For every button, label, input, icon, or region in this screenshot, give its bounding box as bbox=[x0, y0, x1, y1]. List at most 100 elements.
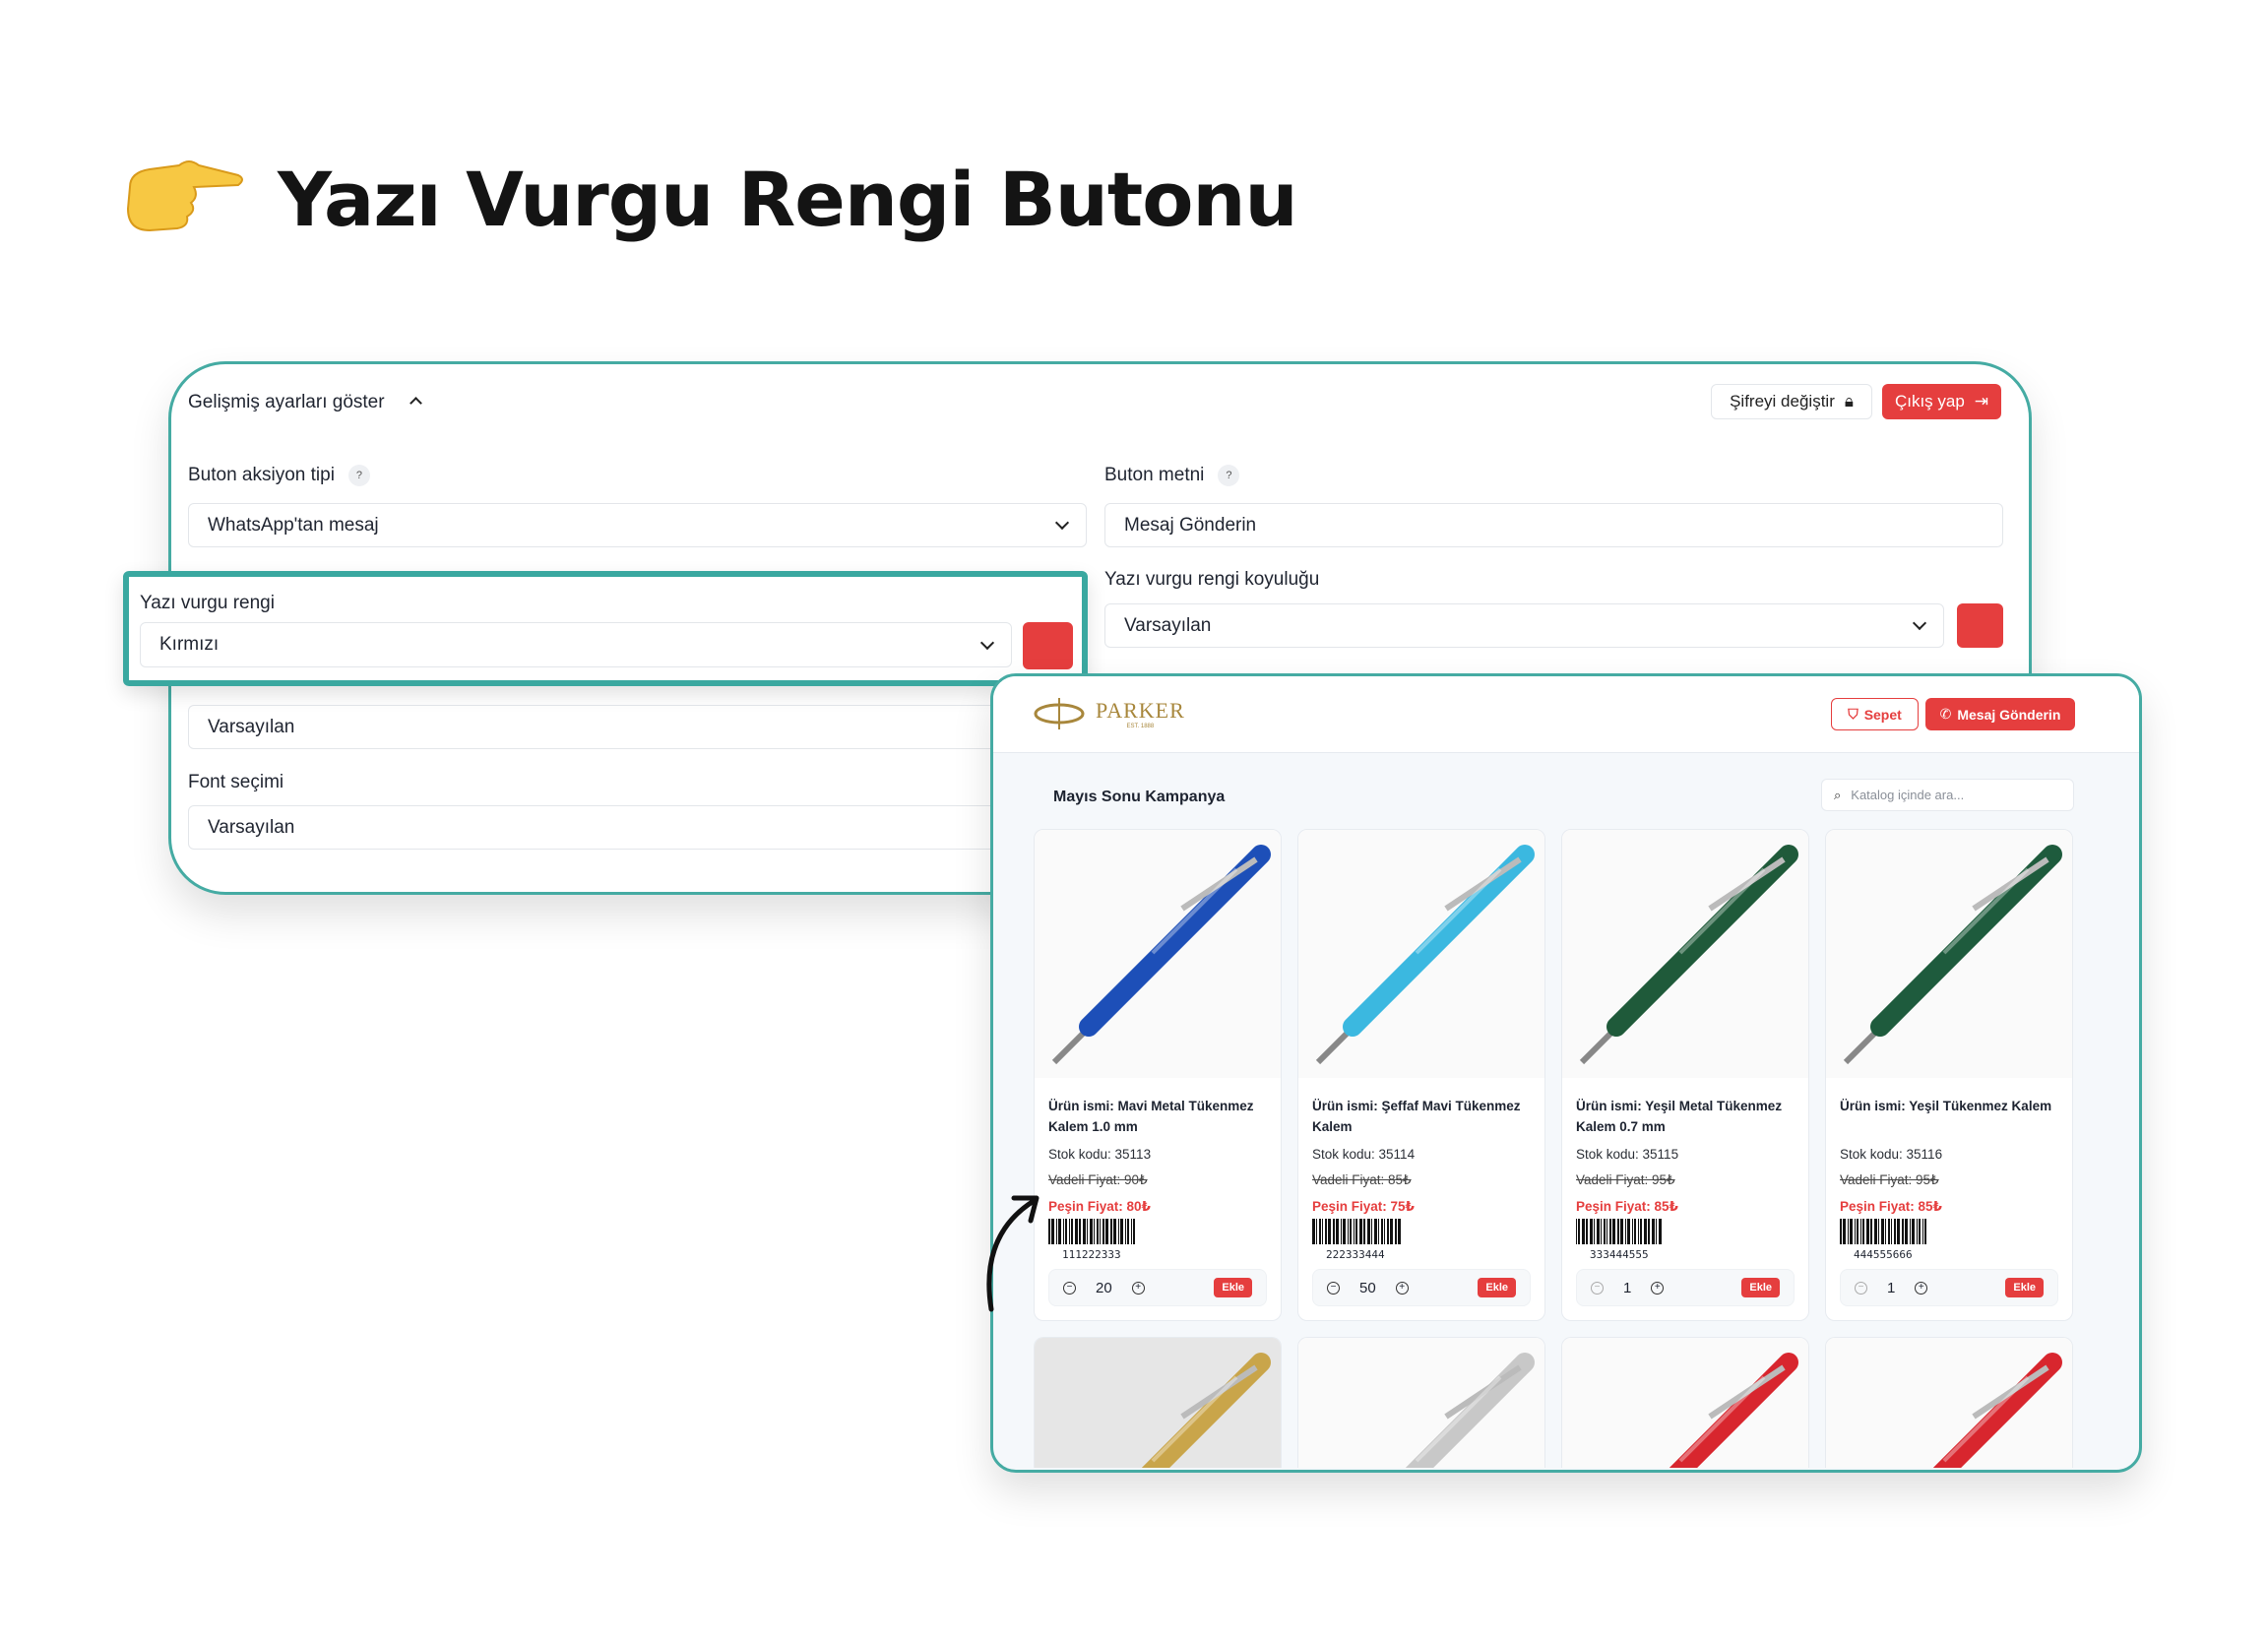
font-select[interactable]: Varsayılan bbox=[188, 805, 1087, 850]
action-type-value: WhatsApp'tan mesaj bbox=[208, 514, 379, 536]
cash-price: Peşin Fiyat: 80₺ bbox=[1048, 1199, 1151, 1214]
old-price: Vadeli Fiyat: 90₺ bbox=[1048, 1172, 1148, 1187]
product-image bbox=[1826, 1338, 2072, 1468]
barcode-image bbox=[1312, 1219, 1401, 1244]
stock-code: Stok kodu: 35114 bbox=[1312, 1147, 1416, 1162]
old-price: Vadeli Fiyat: 95₺ bbox=[1840, 1172, 1939, 1187]
barcode-number: 111222333 bbox=[1062, 1248, 1121, 1261]
quantity-stepper[interactable]: −20+Ekle bbox=[1048, 1269, 1267, 1306]
add-to-cart-button[interactable]: Ekle bbox=[1214, 1278, 1252, 1297]
quantity-stepper[interactable]: − 1 + Ekle bbox=[1576, 1269, 1795, 1306]
accent-color-swatch[interactable] bbox=[1023, 622, 1073, 669]
old-price: Vadeli Fiyat: 85₺ bbox=[1312, 1172, 1412, 1187]
plus-icon[interactable]: + bbox=[1131, 1281, 1145, 1295]
quantity-value: 50 bbox=[1359, 1279, 1376, 1296]
font-value: Varsayılan bbox=[208, 816, 295, 838]
advanced-settings-toggle[interactable]: Gelişmiş ayarları göster bbox=[188, 392, 422, 413]
button-text-label: Buton metni? bbox=[1104, 465, 1240, 486]
button-text-value: Mesaj Gönderin bbox=[1124, 514, 1257, 536]
message-button[interactable]: ✆ Mesaj Gönderin bbox=[1925, 698, 2075, 730]
brand-sub: EST. 1888 bbox=[1126, 724, 1155, 729]
minus-icon[interactable]: − bbox=[1327, 1281, 1340, 1295]
product-name: Ürün ismi: Yeşil Tükenmez Kalem bbox=[1840, 1099, 2052, 1113]
quantity-stepper[interactable]: − 50 + Ekle bbox=[1312, 1269, 1531, 1306]
cart-label: Sepet bbox=[1863, 706, 1902, 723]
logout-icon: ⇥ bbox=[1974, 392, 1989, 411]
search-placeholder: Katalog içinde ara... bbox=[1851, 788, 1965, 802]
accent-shade-select[interactable]: Varsayılan bbox=[1104, 603, 1944, 648]
quantity-value: 1 bbox=[1887, 1279, 1896, 1296]
parker-logo-icon bbox=[1034, 698, 1085, 729]
quantity-value: 1 bbox=[1623, 1279, 1632, 1296]
accent-color-select[interactable]: Kırmızı bbox=[140, 622, 1012, 667]
product-card bbox=[1034, 1337, 1282, 1468]
barcode-number: 333444555 bbox=[1590, 1248, 1649, 1261]
button-text-input[interactable]: Mesaj Gönderin bbox=[1104, 503, 2003, 547]
hidden-select[interactable]: Varsayılan bbox=[188, 705, 1087, 749]
brand-name: PARKER bbox=[1096, 698, 1185, 723]
barcode-number: 444555666 bbox=[1854, 1248, 1913, 1261]
stock-code: Stok kodu: 35113 bbox=[1048, 1147, 1152, 1162]
accent-shade-swatch[interactable] bbox=[1957, 603, 2003, 648]
cash-price: Peşin Fiyat: 85₺ bbox=[1576, 1199, 1678, 1214]
minus-icon[interactable]: − bbox=[1591, 1281, 1604, 1295]
help-icon[interactable]: ? bbox=[1218, 465, 1240, 486]
whatsapp-icon: ✆ bbox=[1939, 706, 1952, 722]
barcode-number: 222333444 bbox=[1326, 1248, 1385, 1261]
minus-icon[interactable]: − bbox=[1063, 1281, 1076, 1295]
quantity-stepper[interactable]: − 1 + Ekle bbox=[1840, 1269, 2058, 1306]
lock-icon: 🔒︎ bbox=[1844, 392, 1854, 411]
old-price: Vadeli Fiyat: 95₺ bbox=[1576, 1172, 1675, 1187]
accent-color-value: Kırmızı bbox=[159, 634, 220, 655]
add-to-cart-button[interactable]: Ekle bbox=[1478, 1278, 1516, 1297]
plus-icon[interactable]: + bbox=[1395, 1281, 1409, 1295]
chevron-down-icon bbox=[1054, 515, 1070, 531]
product-image bbox=[1826, 830, 2072, 1078]
chevron-down-icon bbox=[979, 635, 995, 650]
plus-icon[interactable]: + bbox=[1915, 1281, 1928, 1295]
product-card bbox=[1561, 1337, 1809, 1468]
product-card: Ürün ismi: Yeşil Metal Tükenmez Kalem 0.… bbox=[1561, 829, 1809, 1321]
advanced-toggle-label: Gelişmiş ayarları göster bbox=[188, 392, 385, 412]
accent-shade-value: Varsayılan bbox=[1124, 614, 1212, 636]
change-password-label: Şifreyi değiştir bbox=[1730, 392, 1835, 411]
product-image bbox=[1298, 1338, 1544, 1468]
bag-icon: ⛉ bbox=[1848, 706, 1858, 722]
cash-price: Peşin Fiyat: 75₺ bbox=[1312, 1199, 1415, 1214]
add-to-cart-button[interactable]: Ekle bbox=[2005, 1278, 2044, 1297]
product-grid: Ürün ismi: Mavi Metal Tükenmez Kalem 1.0… bbox=[993, 676, 2139, 1470]
accent-shade-label: Yazı vurgu rengi koyuluğu bbox=[1104, 569, 1320, 590]
product-name: Ürün ismi: Mavi Metal Tükenmez Kalem 1.0… bbox=[1048, 1099, 1254, 1134]
search-icon: ⌕ bbox=[1834, 787, 1842, 802]
product-card: Ürün ismi: Mavi Metal Tükenmez Kalem 1.0… bbox=[1034, 829, 1282, 1321]
product-name: Ürün ismi: Yeşil Metal Tükenmez Kalem 0.… bbox=[1576, 1099, 1783, 1134]
stock-code: Stok kodu: 35116 bbox=[1840, 1147, 1943, 1162]
product-image bbox=[1562, 830, 1808, 1078]
action-type-text: Buton aksiyon tipi bbox=[188, 465, 335, 486]
hidden-select-value: Varsayılan bbox=[208, 716, 295, 737]
catalog-search-input[interactable]: ⌕ Katalog içinde ara... bbox=[1821, 779, 2074, 811]
message-label: Mesaj Gönderin bbox=[1957, 706, 2061, 723]
cash-price: Peşin Fiyat: 85₺ bbox=[1840, 1199, 1942, 1214]
cart-button[interactable]: ⛉ Sepet bbox=[1831, 698, 1919, 730]
help-icon[interactable]: ? bbox=[347, 465, 370, 486]
action-type-label: Buton aksiyon tipi? bbox=[188, 465, 370, 486]
barcode-image bbox=[1576, 1219, 1665, 1244]
action-type-select[interactable]: WhatsApp'tan mesaj bbox=[188, 503, 1087, 547]
logout-button[interactable]: Çıkış yap⇥ bbox=[1882, 384, 2001, 419]
minus-icon[interactable]: − bbox=[1855, 1281, 1867, 1295]
stock-code: Stok kodu: 35115 bbox=[1576, 1147, 1679, 1162]
chevron-up-icon bbox=[409, 397, 422, 410]
add-to-cart-button[interactable]: Ekle bbox=[1741, 1278, 1780, 1297]
plus-icon[interactable]: + bbox=[1651, 1281, 1665, 1295]
arrow-annotation-icon bbox=[986, 1195, 1040, 1312]
change-password-button[interactable]: Şifreyi değiştir 🔒︎ bbox=[1711, 384, 1872, 419]
pointing-hand-icon bbox=[120, 148, 248, 246]
product-card bbox=[1825, 1337, 2073, 1468]
product-image bbox=[1035, 830, 1281, 1078]
product-name: Ürün ismi: Şeffaf Mavi Tükenmez Kalem bbox=[1312, 1099, 1521, 1134]
